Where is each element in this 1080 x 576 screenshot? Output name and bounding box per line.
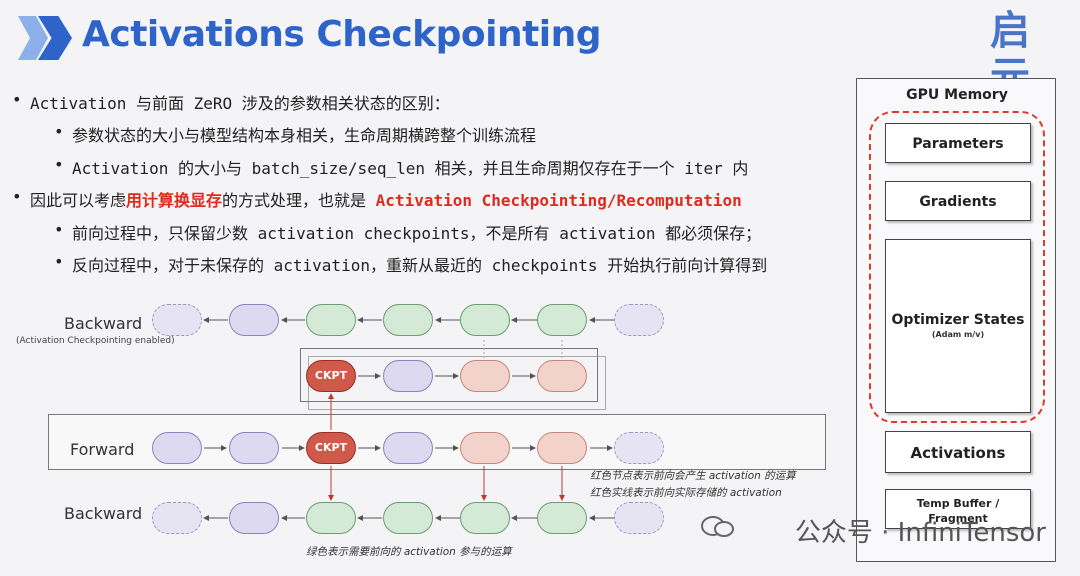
wechat-icon <box>701 516 734 537</box>
graph-node <box>229 432 279 464</box>
parameters-block: Parameters <box>885 123 1031 163</box>
graph-node <box>152 432 202 464</box>
title-bar: Activations Checkpointing <box>0 4 1080 68</box>
ckpt-node: CKPT <box>306 432 356 464</box>
optimizer-states-sub: (Adam m/v) <box>931 330 985 339</box>
bullet-item: • Activation 的大小与 batch_size/seq_len 相关，… <box>54 155 749 179</box>
bullet-text: 反向过程中，对于未保存的 activation，重新从最近的 checkpoin… <box>72 256 768 275</box>
graph-node <box>537 304 587 336</box>
graph-node <box>383 432 433 464</box>
page-title: Activations Checkpointing <box>82 14 602 55</box>
bullet-dot-icon: • <box>12 90 22 109</box>
graph-node <box>614 432 664 464</box>
bullet-highlight: 用计算换显存 <box>126 191 223 210</box>
gpu-memory-panel: GPU Memory Parameters Gradients Optimize… <box>856 78 1056 562</box>
graph-node <box>306 502 356 534</box>
note-red-node: 红色节点表示前向会产生 activation 的运算 <box>590 470 796 482</box>
recompute-box <box>300 348 598 402</box>
graph-node <box>152 502 202 534</box>
bullet-dot-icon: • <box>54 122 64 141</box>
graph-node <box>383 360 433 392</box>
gpu-memory-title: GPU Memory <box>906 87 1008 103</box>
backward-top-sublabel: (Activation Checkpointing enabled) <box>16 336 175 346</box>
bullet-item: • 参数状态的大小与模型结构本身相关，生命周期横跨整个训练流程 <box>54 122 537 146</box>
graph-node <box>383 502 433 534</box>
bullet-dot-icon: • <box>54 220 64 239</box>
bullet-text: Activation 的大小与 batch_size/seq_len 相关，并且… <box>72 159 749 178</box>
bullet-text: 前向过程中，只保留少数 activation checkpoints，不是所有 … <box>72 224 762 243</box>
bullet-item: • 反向过程中，对于未保存的 activation，重新从最近的 checkpo… <box>54 252 768 276</box>
ckpt-node: CKPT <box>306 360 356 392</box>
bullet-item: • 因此可以考虑用计算换显存的方式处理，也就是 Activation Check… <box>12 187 742 211</box>
bullet-dot-icon: • <box>12 187 22 206</box>
checkpoint-diagram: Backward (Activation Checkpointing enabl… <box>0 290 840 576</box>
graph-node <box>537 502 587 534</box>
graph-node <box>460 360 510 392</box>
graph-node <box>537 432 587 464</box>
temp-buffer-block: Temp Buffer / Fragment <box>885 489 1031 529</box>
bullet-text: Activation 与前面 ZeRO 涉及的参数相关状态的区别： <box>30 94 450 113</box>
graph-node <box>614 502 664 534</box>
graph-node <box>460 304 510 336</box>
graph-node <box>537 360 587 392</box>
optimizer-states-label: Optimizer States <box>891 312 1025 328</box>
diagram-arrows <box>203 317 614 521</box>
activations-block: Activations <box>885 431 1031 473</box>
graph-node <box>229 304 279 336</box>
bullet-dot-icon: • <box>54 252 64 271</box>
graph-node <box>460 502 510 534</box>
forward-label: Forward <box>70 440 135 459</box>
watermark-text: 公众号 · InfiniTensor <box>794 518 1046 548</box>
backward-top-label: Backward <box>64 314 143 333</box>
graph-node <box>306 304 356 336</box>
brand-logo: 启元 <box>990 8 1030 100</box>
bullet-item: • Activation 与前面 ZeRO 涉及的参数相关状态的区别： <box>12 90 450 114</box>
graph-node <box>614 304 664 336</box>
graph-node <box>460 432 510 464</box>
bullet-text: 因此可以考虑 <box>30 191 127 210</box>
model-states-group <box>869 111 1045 423</box>
note-red-line: 红色实线表示前向实际存储的 activation <box>590 487 782 499</box>
note-green: 绿色表示需要前向的 activation 参与的运算 <box>306 546 512 558</box>
bullet-item: • 前向过程中，只保留少数 activation checkpoints，不是所… <box>54 220 762 244</box>
gradients-block: Gradients <box>885 181 1031 221</box>
bullet-text: 参数状态的大小与模型结构本身相关，生命周期横跨整个训练流程 <box>72 126 537 145</box>
optimizer-states-block: Optimizer States (Adam m/v) <box>885 239 1031 413</box>
graph-node <box>229 502 279 534</box>
backward-bottom-label: Backward <box>64 504 143 523</box>
graph-node <box>383 304 433 336</box>
bullet-text: 的方式处理，也就是 <box>222 191 376 210</box>
bullet-dot-icon: • <box>54 155 64 174</box>
graph-node <box>152 304 202 336</box>
bullet-highlight: Activation Checkpointing/Recomputation <box>375 191 742 210</box>
